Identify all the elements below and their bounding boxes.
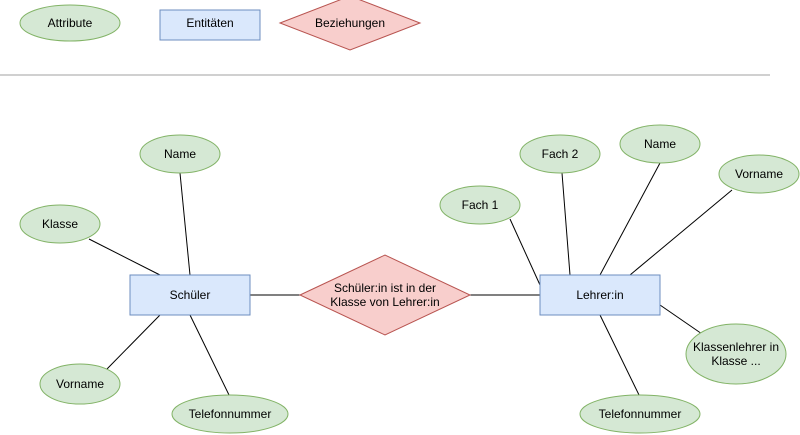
connector-schueler-telefon: [189, 314, 231, 398]
legend-entity[interactable]: Entitäten: [159, 9, 261, 41]
legend-entity-label: Entitäten: [186, 16, 233, 30]
connectors: [88, 162, 733, 398]
connector-lehrer-vorname: [629, 189, 733, 276]
entity-lehrer[interactable]: Lehrer:in: [539, 274, 661, 316]
entity-lehrer-label: Lehrer:in: [576, 288, 623, 302]
entity-schueler[interactable]: Schüler: [129, 274, 251, 316]
attribute-lehrer-fach2[interactable]: Fach 2: [519, 134, 601, 174]
attribute-lehrer-telefon[interactable]: Telefonnummer: [579, 394, 701, 434]
legend-relationship-label: Beziehungen: [315, 16, 385, 30]
attribute-schueler-klasse[interactable]: Klasse: [19, 204, 101, 244]
attribute-lehrer-vorname[interactable]: Vorname: [718, 154, 800, 194]
legend: Attribute Entitäten Beziehungen: [19, 0, 422, 51]
attribute-lehrer-fach1-label: Fach 1: [462, 198, 499, 212]
connector-lehrer-fach1: [509, 218, 541, 286]
connector-lehrer-telefon: [599, 314, 641, 398]
attribute-schueler-name-label: Name: [164, 147, 196, 161]
legend-attribute[interactable]: Attribute: [19, 4, 121, 42]
connector-schueler-klasse: [88, 238, 161, 276]
attribute-lehrer-klassenlehrer-line2: Klasse ...: [711, 354, 760, 368]
entity-schueler-label: Schüler: [170, 288, 211, 302]
attribute-lehrer-vorname-label: Vorname: [735, 167, 783, 181]
attribute-schueler-name[interactable]: Name: [139, 134, 221, 174]
connector-lehrer-fach2: [561, 172, 571, 276]
connector-schueler-name: [179, 172, 191, 276]
relationship-label-line1: Schüler:in ist in der: [334, 281, 436, 295]
legend-attribute-label: Attribute: [48, 16, 93, 30]
connector-lehrer-name: [599, 162, 661, 276]
attribute-lehrer-name[interactable]: Name: [619, 124, 701, 164]
attribute-lehrer-klassenlehrer[interactable]: Klassenlehrer in Klasse ...: [685, 323, 787, 385]
attribute-lehrer-fach2-label: Fach 2: [542, 147, 579, 161]
attribute-lehrer-telefon-label: Telefonnummer: [599, 407, 682, 421]
attribute-schueler-vorname-label: Vorname: [56, 377, 104, 391]
attribute-lehrer-fach1[interactable]: Fach 1: [439, 185, 521, 225]
attribute-schueler-telefon[interactable]: Telefonnummer: [171, 394, 289, 434]
attribute-lehrer-name-label: Name: [644, 137, 676, 151]
attribute-schueler-telefon-label: Telefonnummer: [189, 407, 272, 421]
relationship-klasse-von[interactable]: Schüler:in ist in der Klasse von Lehrer:…: [298, 254, 472, 336]
attribute-schueler-klasse-label: Klasse: [42, 217, 78, 231]
connector-lehrer-klassenlehrer: [659, 304, 706, 337]
connector-schueler-vorname: [105, 314, 161, 371]
relationship-label-line2: Klasse von Lehrer:in: [330, 295, 439, 309]
legend-relationship[interactable]: Beziehungen: [278, 0, 422, 51]
attribute-schueler-vorname[interactable]: Vorname: [39, 363, 121, 405]
attribute-lehrer-klassenlehrer-line1: Klassenlehrer in: [693, 340, 779, 354]
